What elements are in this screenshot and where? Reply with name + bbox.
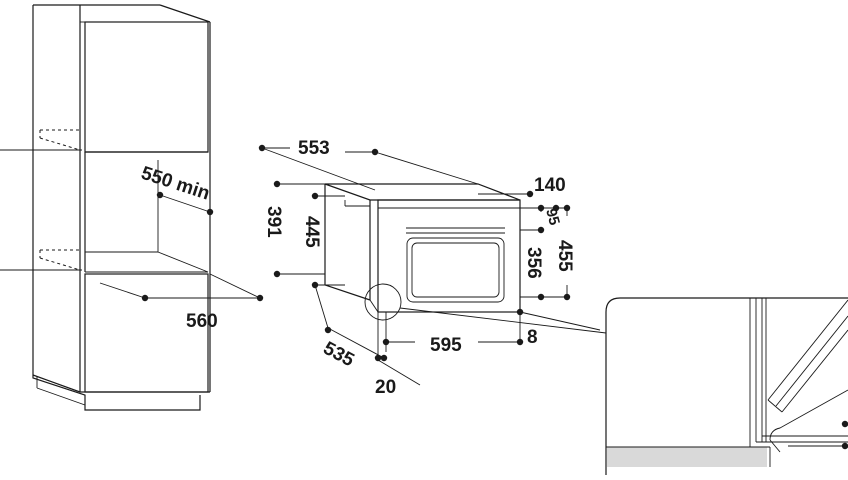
dimension-cavity-width: 560	[99, 273, 264, 332]
dimension-label-550-min: 550 min	[138, 163, 212, 205]
dimension-oven-width: 595	[382, 312, 524, 356]
detail-view	[605, 297, 848, 475]
dimension-front-offsets: 140 95	[478, 175, 571, 228]
dimension-label-535: 535	[320, 338, 358, 372]
tall-cabinet	[32, 4, 211, 411]
dimension-cavity-height: 550 min	[138, 163, 214, 216]
dimension-label-595: 595	[430, 335, 462, 356]
dimension-label-455: 455	[554, 240, 575, 272]
dimension-front-gap: 20	[374, 312, 421, 398]
dimension-bottom-offset: 8	[516, 308, 601, 348]
dimension-label-140: 140	[534, 175, 566, 196]
dimension-label-553: 553	[298, 138, 330, 159]
dimension-front-heights: 356 455	[520, 208, 575, 301]
dimension-label-356: 356	[523, 247, 544, 279]
dimension-oven-heights: 391 445	[263, 180, 345, 289]
dimension-label-445: 445	[301, 216, 322, 248]
detail-leader-line	[399, 307, 607, 334]
detail-circle	[364, 283, 402, 321]
dimension-label-8: 8	[527, 327, 538, 348]
dimension-label-560: 560	[186, 311, 218, 332]
dimension-oven-depth-top: 553	[258, 138, 479, 191]
dimension-label-20: 20	[375, 377, 396, 398]
dimension-label-95: 95	[542, 207, 563, 228]
oven-body	[324, 183, 521, 321]
dimension-label-391: 391	[263, 206, 284, 238]
